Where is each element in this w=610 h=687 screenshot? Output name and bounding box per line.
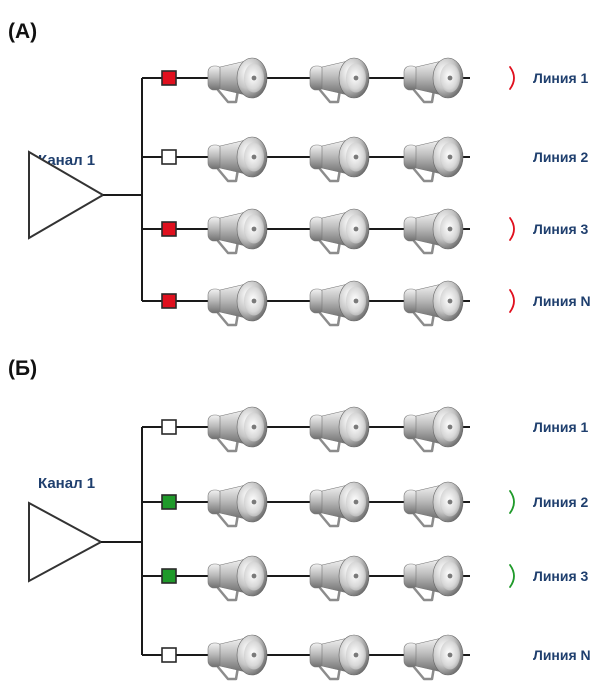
sound-wave-icon <box>509 564 515 588</box>
amplifier-icon <box>28 501 104 583</box>
speaker-icon <box>402 207 465 255</box>
speaker-icon <box>206 207 269 255</box>
speaker-icon <box>206 554 269 602</box>
line-label: Линия 2 <box>533 494 589 510</box>
line-label: Линия 2 <box>533 149 589 165</box>
speaker-icon <box>402 405 465 453</box>
speaker-icon <box>402 135 465 183</box>
speaker-icon <box>206 633 269 681</box>
line-status-indicator-icon <box>161 568 177 584</box>
speaker-icon <box>206 56 269 104</box>
speaker-icon <box>206 480 269 528</box>
speaker-icon <box>402 633 465 681</box>
line-label: Линия 1 <box>533 419 589 435</box>
speaker-icon <box>308 480 371 528</box>
speaker-line-row: Линия 2 <box>142 135 589 183</box>
sound-wave-icon <box>509 490 515 514</box>
speaker-icon <box>308 554 371 602</box>
sound-wave-icon <box>509 66 515 90</box>
panel-b: (Б) Канал 1 Линия 1 Линия 2 Линия 3 Линия N <box>8 357 591 681</box>
channel-label: Канал 1 <box>38 475 95 492</box>
amplifier-icon <box>28 150 105 240</box>
speaker-icon <box>308 633 371 681</box>
line-label: Линия N <box>533 647 591 663</box>
line-status-indicator-icon <box>161 149 177 165</box>
speaker-icon <box>402 554 465 602</box>
panel-label: (А) <box>8 20 37 43</box>
speaker-icon <box>206 405 269 453</box>
sound-wave-icon <box>509 217 515 241</box>
line-status-indicator-icon <box>161 70 177 86</box>
speaker-icon <box>206 279 269 327</box>
line-status-indicator-icon <box>161 221 177 237</box>
speaker-icon <box>308 56 371 104</box>
speaker-line-row: Линия N <box>142 633 591 681</box>
speaker-icon <box>308 405 371 453</box>
speaker-line-row: Линия 1 <box>142 56 589 104</box>
line-label: Линия 1 <box>533 70 589 86</box>
speaker-line-row: Линия 3 <box>142 207 589 255</box>
speaker-line-row: Линия 1 <box>142 405 589 453</box>
speaker-icon <box>402 480 465 528</box>
line-label: Линия 3 <box>533 221 589 237</box>
line-status-indicator-icon <box>161 293 177 309</box>
line-status-indicator-icon <box>161 419 177 435</box>
line-label: Линия N <box>533 293 591 309</box>
line-status-indicator-icon <box>161 647 177 663</box>
speaker-icon <box>308 207 371 255</box>
speaker-line-row: Линия 3 <box>142 554 589 602</box>
speaker-line-row: Линия N <box>142 279 591 327</box>
line-status-indicator-icon <box>161 494 177 510</box>
speaker-line-row: Линия 2 <box>142 480 589 528</box>
speaker-icon <box>308 135 371 183</box>
panel-label: (Б) <box>8 357 37 380</box>
speaker-icon <box>206 135 269 183</box>
sound-wave-icon <box>509 289 515 313</box>
speaker-icon <box>308 279 371 327</box>
line-label: Линия 3 <box>533 568 589 584</box>
speaker-icon <box>402 279 465 327</box>
speaker-icon <box>402 56 465 104</box>
